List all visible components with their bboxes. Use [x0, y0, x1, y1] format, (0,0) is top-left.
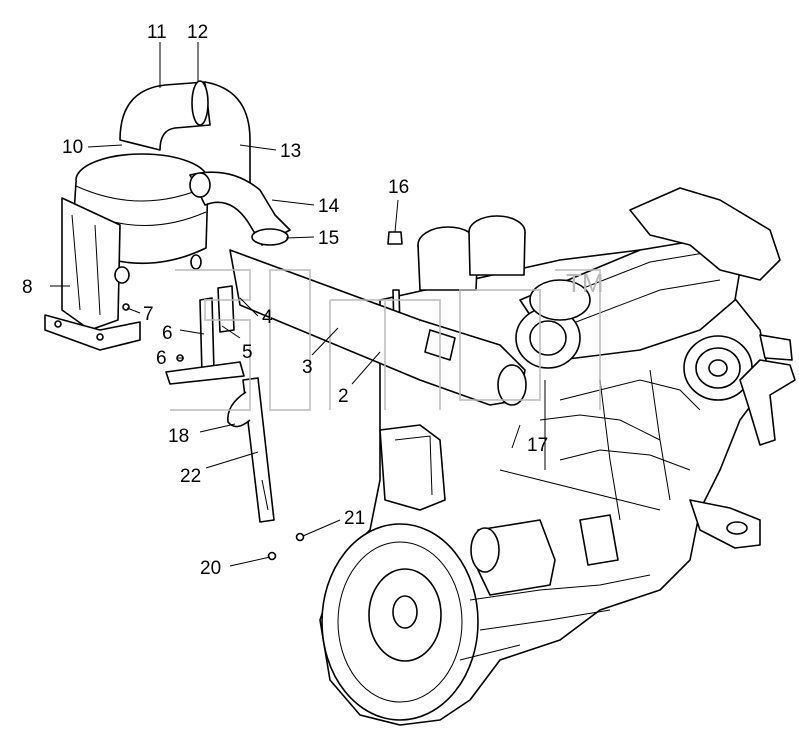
- callout-13: 12: [187, 22, 208, 43]
- callout-15: 14: [318, 196, 340, 217]
- callout-11: 10: [62, 137, 83, 158]
- callout-7: 6: [162, 323, 173, 344]
- callout-4: 4: [262, 307, 273, 328]
- callout-17: 16: [388, 177, 409, 198]
- callout-2: 2: [338, 386, 349, 407]
- engine-assembly: [319, 187, 796, 726]
- callout-12: 11: [147, 22, 167, 43]
- callout-21: 21: [344, 508, 365, 529]
- callout-labels: 11 12 10 13 16 14 15 8 7 6 4 5 6 3 2 18 …: [22, 22, 548, 579]
- callout-19: 18: [168, 426, 189, 447]
- leader-lines: [50, 42, 521, 567]
- watermark-trademark: TM: [566, 268, 604, 298]
- watermark: TM: [170, 268, 604, 411]
- callout-16: 15: [318, 228, 339, 249]
- callout-20: 20: [200, 558, 221, 579]
- callout-5: 5: [242, 342, 253, 363]
- callout-8: 7: [143, 304, 154, 325]
- callout-14: 13: [280, 141, 301, 162]
- callout-18: 17: [527, 435, 548, 456]
- callout-6: 6: [156, 348, 167, 369]
- callout-22: 22: [180, 466, 201, 487]
- callout-3: 3: [302, 357, 313, 378]
- air-cleaner-assembly: [44, 80, 527, 406]
- callout-10: 8: [22, 277, 33, 298]
